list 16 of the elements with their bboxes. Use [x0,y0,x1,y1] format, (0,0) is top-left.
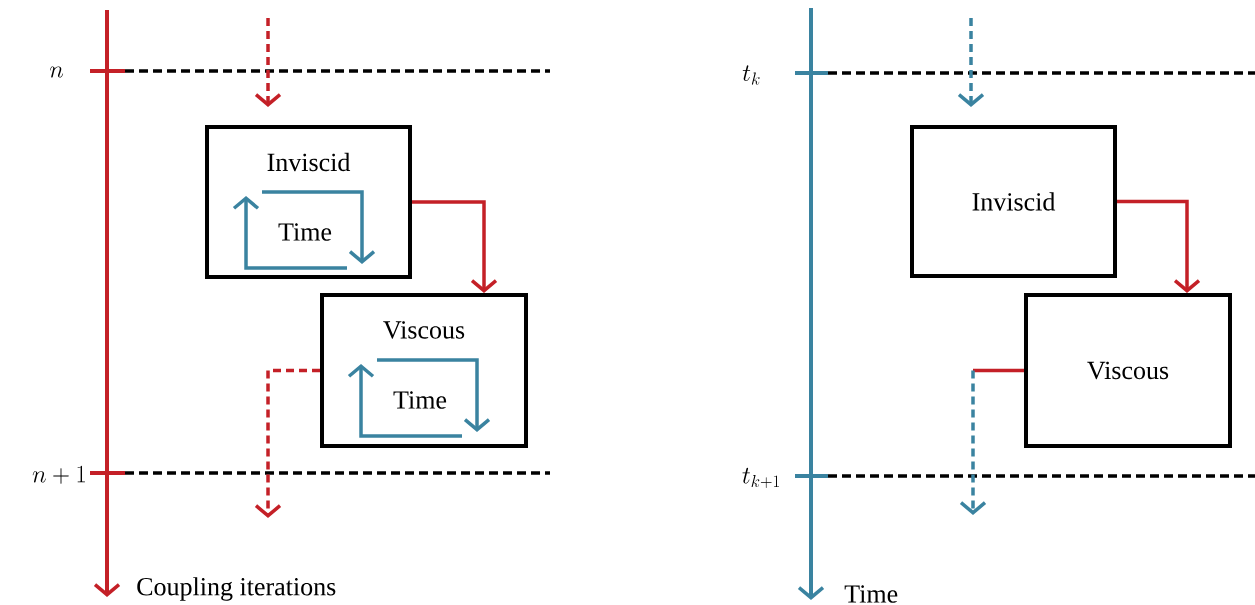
axis-tick-label: $t_k$ [742,65,760,85]
process-box: Inviscid [910,125,1117,278]
loop-label: Time [278,223,332,241]
axis-label: Coupling iterations [137,577,336,601]
arrow [1117,199,1201,293]
loop-label: Time [393,391,447,409]
axis-tick-label: $n$ [50,66,64,78]
arrow [959,368,1024,515]
axis-tick-label: $t_{k+1}$ [742,467,779,489]
arrow [412,200,498,293]
arrow [957,18,985,107]
arrow [254,18,282,107]
axis-label: Time [844,585,898,603]
process-box: Viscous [1024,293,1232,448]
axis-tick-label: $n+1$ [32,465,85,484]
arrow [254,368,320,518]
